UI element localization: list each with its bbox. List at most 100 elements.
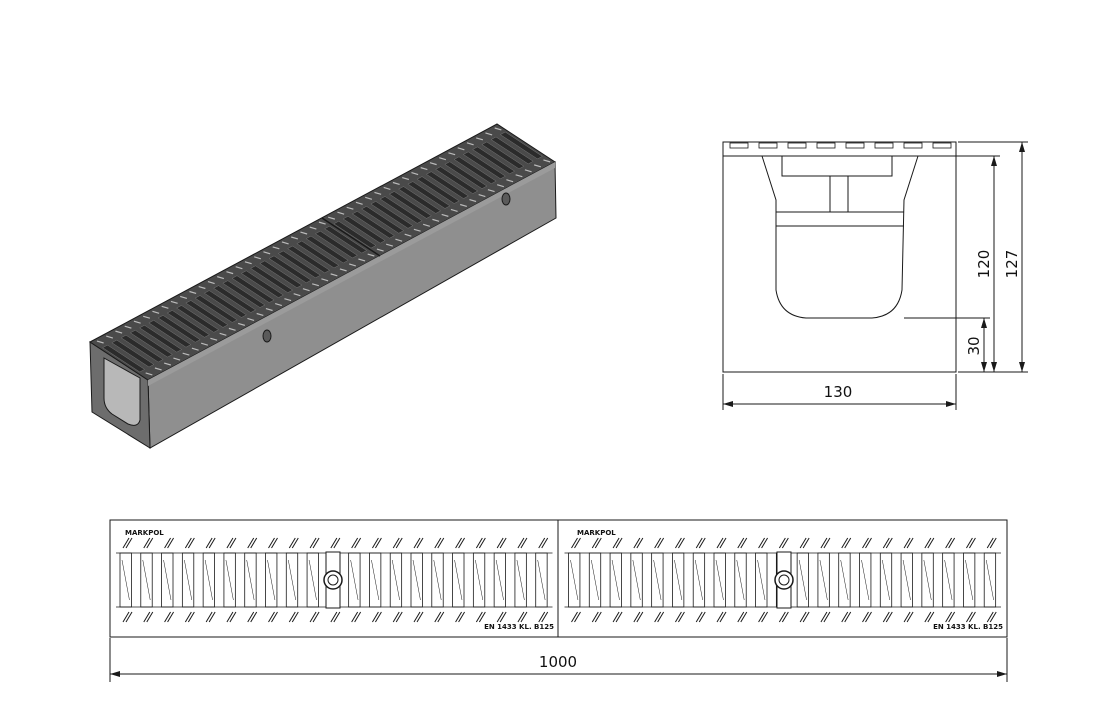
grate-tab xyxy=(459,203,468,208)
grate-tab xyxy=(841,537,849,549)
grate-tab xyxy=(318,221,326,225)
grate-slot xyxy=(185,300,229,328)
grate-tab xyxy=(968,537,976,549)
grate-tab xyxy=(948,537,956,549)
grate-tab xyxy=(413,537,421,549)
grate-tab xyxy=(538,611,546,623)
grate-tab xyxy=(309,226,317,230)
grate-tab xyxy=(263,251,271,255)
dim-arrow xyxy=(997,671,1007,677)
grate-slot xyxy=(379,196,423,224)
grate-tab xyxy=(469,198,477,203)
grate-tab xyxy=(475,537,483,549)
grate-tab xyxy=(376,248,384,252)
grate-tab xyxy=(927,611,935,623)
grate-tab xyxy=(429,162,437,166)
grate-tab xyxy=(265,307,273,312)
grate-tab xyxy=(906,611,914,623)
grate-tab xyxy=(274,303,283,307)
grate-tab xyxy=(191,347,199,351)
grate-slot-hatch xyxy=(204,559,213,601)
grate-tab xyxy=(571,537,578,549)
grate-tab xyxy=(862,611,869,623)
grate-slot xyxy=(361,206,405,234)
grate-tab xyxy=(208,611,216,623)
grate-tab xyxy=(986,537,994,549)
grate-tab xyxy=(591,537,599,549)
grate-tab xyxy=(448,152,456,156)
grate-slot-hatch xyxy=(475,559,484,601)
grate-tab xyxy=(538,537,546,549)
grate-tab xyxy=(170,300,178,304)
grate-tab xyxy=(737,537,745,549)
section-grate-rib xyxy=(781,155,893,177)
grate-tab xyxy=(284,298,292,302)
section-grate-tooth xyxy=(903,142,923,149)
grate-slot xyxy=(277,250,321,279)
grate-tab xyxy=(636,611,644,623)
grate-tab xyxy=(184,537,192,549)
grate-slot xyxy=(490,136,534,165)
grate-tab xyxy=(272,246,280,250)
grate-tab xyxy=(145,372,153,376)
grate-tab xyxy=(152,310,160,314)
grate-tab xyxy=(574,537,581,549)
grate-slot-hatch xyxy=(163,559,172,601)
grate-tab xyxy=(383,186,391,190)
grate-slot-hatch xyxy=(694,559,703,601)
grate-slot-hatch xyxy=(632,559,641,601)
grate-tab xyxy=(146,611,154,623)
grate-slot xyxy=(296,240,340,269)
grate-tab xyxy=(968,611,976,623)
grate-slot xyxy=(240,270,284,298)
grate-tab xyxy=(271,537,278,549)
grate-tab xyxy=(654,611,662,623)
grate-tab xyxy=(965,537,973,549)
grate-tab xyxy=(333,537,341,549)
grate-tab xyxy=(434,537,442,549)
grate-slot xyxy=(157,315,201,343)
grate-tab xyxy=(517,537,525,549)
grate-tab xyxy=(571,611,578,623)
grate-tab xyxy=(543,159,551,163)
grate-tab xyxy=(367,253,375,257)
section-grate-tooth xyxy=(816,142,836,149)
grate-tab xyxy=(458,611,466,623)
grate-tab xyxy=(633,537,641,549)
grate-tab xyxy=(781,537,789,549)
grate-tab xyxy=(441,213,449,217)
grate-slot-hatch xyxy=(861,559,870,601)
grate-slot-hatch xyxy=(350,559,359,601)
grate-tab xyxy=(533,164,542,168)
grate-tab xyxy=(365,196,373,200)
grate-slot xyxy=(287,245,331,274)
section-grate-tooth xyxy=(845,142,865,149)
grate-slot xyxy=(453,156,497,185)
grate-slot xyxy=(203,290,247,318)
grate-tab xyxy=(520,537,528,549)
grate-tab xyxy=(163,362,172,366)
grate-tab xyxy=(404,233,412,237)
grate-tab xyxy=(309,611,317,623)
grate-tab xyxy=(161,305,169,309)
dim-label-inner-height: 120 xyxy=(975,250,993,279)
grate-tab xyxy=(311,283,320,287)
grate-tab xyxy=(291,611,299,623)
grate-tab xyxy=(288,611,296,623)
grate-slot xyxy=(194,295,238,323)
grate-tab xyxy=(432,218,440,222)
grate-class-right: EN 1433 KL. B125 xyxy=(933,623,1003,631)
grate-tab xyxy=(184,611,192,623)
grate-slot-hatch xyxy=(653,559,662,601)
grate-tab xyxy=(244,261,252,265)
grate-tab xyxy=(187,537,195,549)
grate-tab xyxy=(385,243,394,247)
channel-end-opening xyxy=(103,357,141,426)
grate-tab xyxy=(351,537,359,549)
section-arrowheads xyxy=(723,142,1025,407)
grate-tab xyxy=(903,537,911,549)
grate-tab xyxy=(677,537,685,549)
grate-tab xyxy=(271,611,278,623)
grate-tab xyxy=(395,611,403,623)
grate-slot-hatch xyxy=(142,559,151,601)
